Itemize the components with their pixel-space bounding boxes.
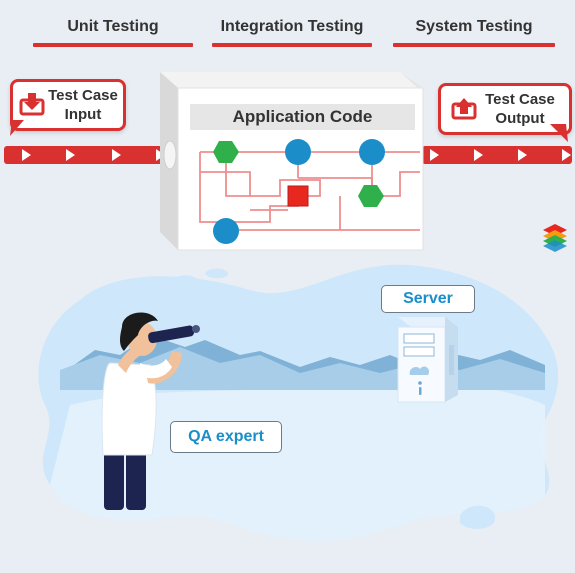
output-pipe [422,146,572,164]
node-green-hexagon [213,141,239,163]
node-green-hexagon [358,185,384,207]
layers-logo-icon [543,224,567,252]
stage-label: Unit Testing [67,18,159,35]
download-icon [19,93,45,116]
test-case-output-callout: Test Case Output [438,83,572,135]
block-title: Application Code [232,107,373,126]
stage-underline [393,43,555,47]
stage-tab-integration: Integration Testing [212,0,372,50]
node-blue-circle [213,218,239,244]
test-case-input-callout: Test Case Input [10,79,126,131]
callout-text: Test Case Output [477,90,563,128]
callout-line: Test Case [48,87,118,104]
stage-underline [212,43,372,47]
pipe-arrow [112,149,121,161]
stage-underline [33,43,193,47]
person-sleeve [140,359,172,379]
callout-line: Output [495,110,545,127]
input-pipe-arrows [22,149,165,161]
cloud-puff [460,505,496,529]
upload-icon [451,98,477,120]
pipe-arrow [562,149,571,161]
qa-person-illustration [101,312,200,510]
server-vent [449,345,454,375]
pipe-arrow [430,149,439,161]
callout-tail [550,124,568,142]
callout-line: Test Case [485,91,555,108]
qa-scene-illustration [38,264,559,541]
callout-text: Test Case Input [45,86,121,124]
node-blue-circle [285,139,311,165]
stage-label: System Testing [415,18,533,35]
cloud-puff [205,268,229,279]
block-right [400,72,423,88]
node-red-square [287,185,309,207]
block-title-bar [190,104,415,130]
stage-tab-system: System Testing [393,0,555,50]
server-slot [403,346,435,357]
pipe-entry-ring [163,140,177,170]
pipe-arrow [474,149,483,161]
server-illustration [397,317,458,403]
stage-tab-unit: Unit Testing [33,0,193,50]
cloud-puff [170,275,199,289]
binoculars-icon [148,325,195,344]
server-cloud-icon [409,366,430,375]
input-pipe [4,146,174,164]
server-label: Server [381,285,475,313]
server-led [419,387,422,395]
person-hair [120,312,158,351]
server-led [418,381,422,385]
callout-line: Input [64,106,102,123]
callout-tail [10,120,24,136]
pipe-arrow [66,149,75,161]
stage-label: Integration Testing [220,18,364,35]
pipeline-diagram [4,72,572,251]
pipe-arrow [518,149,527,161]
person-leg [104,450,124,510]
node-blue-circle [359,139,385,165]
block-top [160,72,418,88]
pipe-arrow [22,149,31,161]
application-block [160,72,424,251]
binocular-lens [192,325,200,333]
output-pipe-arrows [430,149,571,161]
person-leg [126,450,146,510]
server-slot [403,333,435,344]
qa-expert-label: QA expert [170,421,282,453]
